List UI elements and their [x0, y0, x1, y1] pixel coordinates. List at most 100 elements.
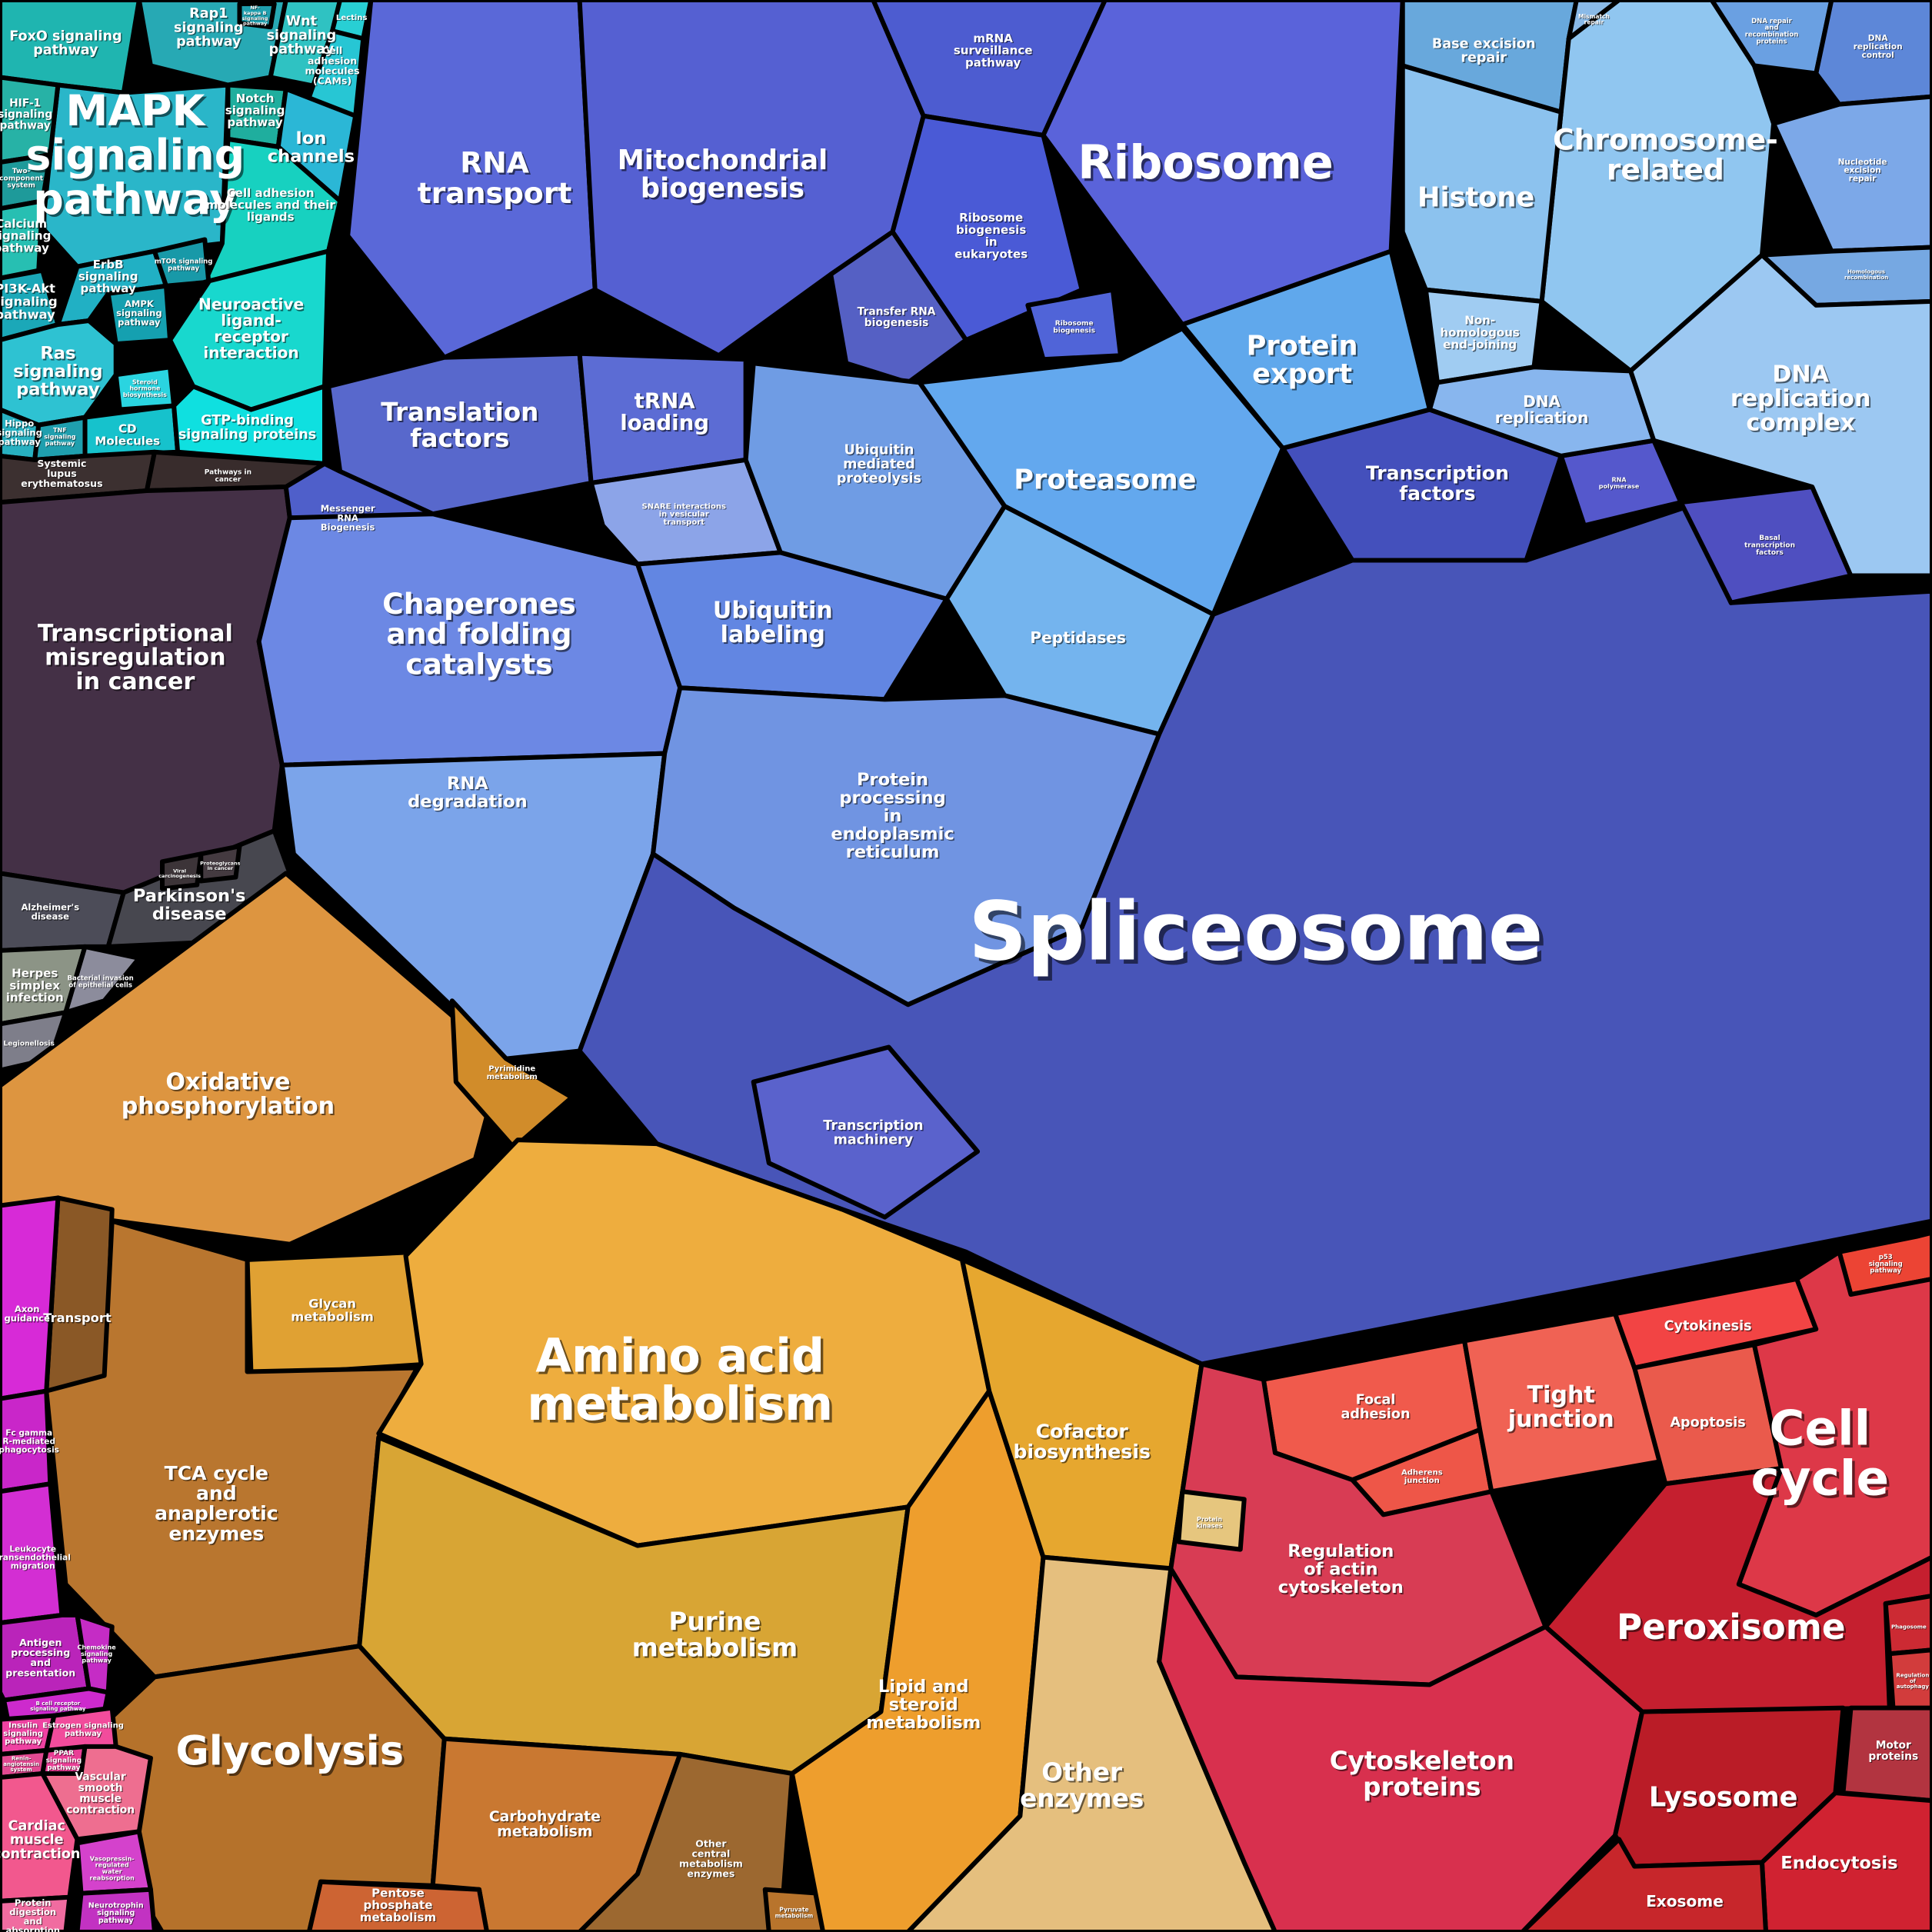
cytokinesis-label-shadow: Cytokinesis	[1665, 1320, 1753, 1335]
viral-carcinogenesis-cell	[159, 851, 204, 891]
peptidases-label: Peptidases	[1030, 628, 1126, 647]
apoptosis-label-shadow: Apoptosis	[1671, 1416, 1747, 1431]
proteasome-label-shadow: Proteasome	[1015, 465, 1198, 497]
phagosome-label-shadow: Phagosome	[1892, 1624, 1927, 1631]
ribosome-biogenesis-in-eukaryotes-cell	[890, 113, 1084, 343]
protein-digestion-and-absorption-cell	[0, 1894, 72, 1932]
ribosome-biogenesis-cell	[1025, 287, 1123, 362]
transcription-factors-cell	[1280, 407, 1564, 563]
endocytosis-cell	[1759, 1790, 1932, 1932]
exosome-label-shadow: Exosome	[1647, 1893, 1725, 1911]
proteoglycans-in-cancer-cell	[198, 844, 242, 884]
other-central-metabolism-enzymes-cell	[577, 1751, 794, 1932]
lectins-label: Lectins	[336, 14, 368, 22]
spliceosome-label-shadow: Spliceosome	[973, 888, 1547, 983]
legionellosis-label-shadow: Legionellosis	[4, 1041, 55, 1049]
calcium-signaling-pathway-label: Calciumsignalingpathway	[0, 217, 51, 255]
transcription-machinery-cell	[751, 1044, 981, 1220]
